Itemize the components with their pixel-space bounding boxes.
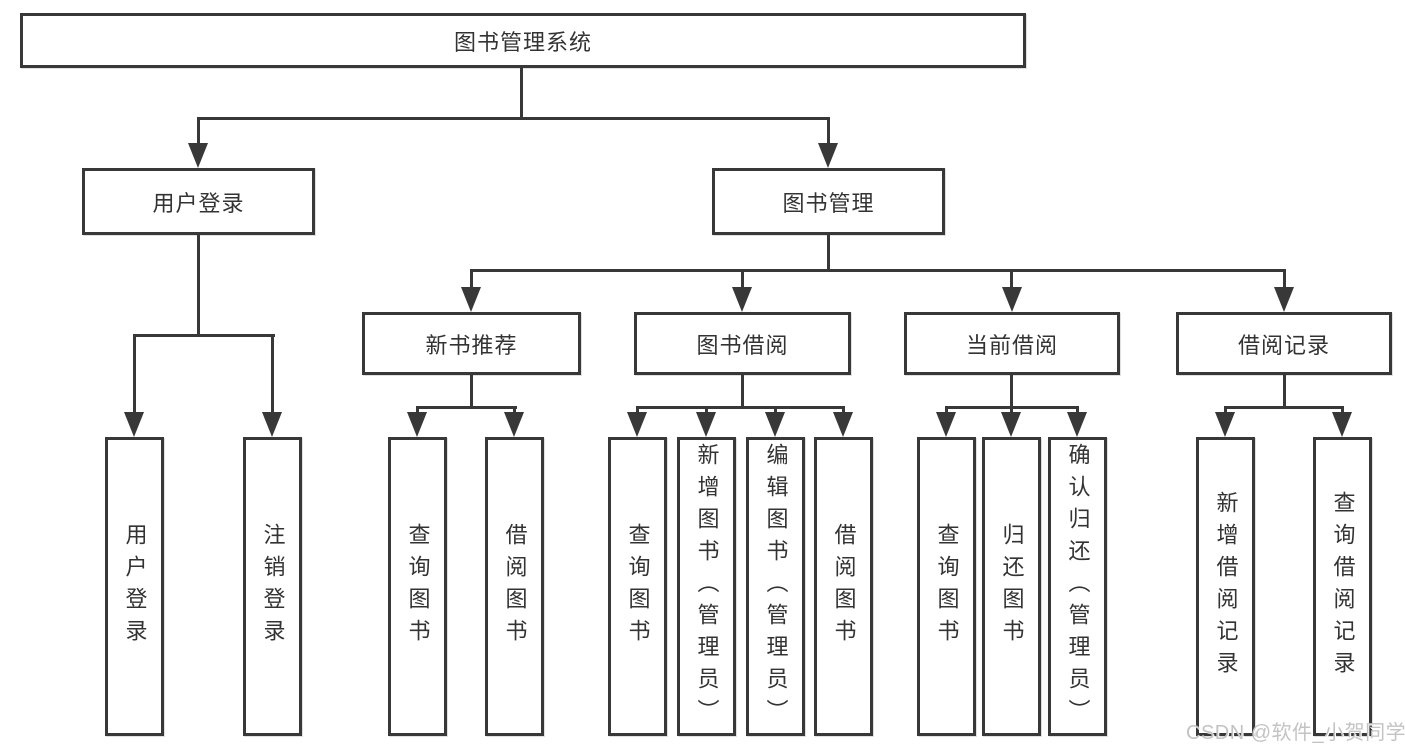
node-label: 图书管理 — [782, 190, 875, 216]
leaf-user-login: 用户登录 — [105, 437, 164, 736]
arrowhead-n2-leaf2-icon — [696, 412, 716, 437]
leaf-add-book-admin: 新增图书（管理员） — [677, 437, 736, 736]
arrowhead-n1-leaf1-icon — [407, 412, 427, 437]
leaf-label: 归还图书 — [999, 522, 1025, 651]
leaf-query-borrow-record: 查询借阅记录 — [1313, 437, 1372, 736]
arrowhead-leaf-user-login-icon — [124, 412, 144, 437]
connector-root-down — [520, 68, 523, 119]
leaf-label: 查询借阅记录 — [1330, 490, 1356, 683]
connector-level3-horizontal — [470, 269, 1286, 272]
arrowhead-n1-leaf2-icon — [504, 412, 524, 437]
leaf-add-borrow-record: 新增借阅记录 — [1196, 437, 1255, 736]
connector-n4-down — [1283, 375, 1286, 409]
connector-to-book-borrowing — [741, 269, 744, 292]
node-label: 借阅记录 — [1237, 332, 1330, 358]
connector-n4-leaf1 — [1224, 406, 1227, 416]
connector-to-new-book-recommendation — [470, 269, 473, 292]
arrowhead-n2-leaf3-icon — [765, 412, 785, 437]
arrowhead-current-borrowing-icon — [1002, 287, 1022, 312]
arrowhead-book-management-icon — [818, 143, 838, 168]
arrowhead-leaf-logout-icon — [262, 412, 282, 437]
arrowhead-n2-leaf1-icon — [627, 412, 647, 437]
connector-n4-horizontal — [1224, 406, 1344, 409]
node-user-login: 用户登录 — [82, 168, 315, 235]
leaf-label: 查询图书 — [405, 522, 431, 651]
node-label: 当前借阅 — [965, 332, 1058, 358]
arrowhead-book-borrowing-icon — [732, 287, 752, 312]
connector-n2-down — [741, 375, 744, 409]
connector-n3-leaf1 — [945, 406, 948, 416]
arrowhead-new-book-recommendation-icon — [461, 287, 481, 312]
node-label: 图书借阅 — [696, 332, 789, 358]
connector-n1-leaf2 — [513, 406, 516, 416]
leaf-query-books: 查询图书 — [608, 437, 667, 736]
connector-to-leaf-logout — [271, 334, 274, 416]
connector-n1-down — [470, 375, 473, 409]
node-label: 图书管理系统 — [453, 29, 592, 55]
leaf-label: 新增借阅记录 — [1213, 490, 1239, 683]
connector-to-user-login — [197, 117, 200, 147]
connector-to-current-borrowing — [1010, 269, 1013, 292]
leaf-label: 用户登录 — [122, 522, 148, 651]
leaf-borrow-books: 借阅图书 — [814, 437, 873, 736]
node-borrowing-records: 借阅记录 — [1176, 312, 1392, 375]
leaf-label: 查询图书 — [625, 522, 651, 651]
arrowhead-n2-leaf4-icon — [833, 412, 853, 437]
connector-n3-leaf2 — [1010, 406, 1013, 416]
leaf-logout: 注销登录 — [243, 437, 302, 736]
leaf-confirm-return-admin: 确认归还（管理员） — [1048, 437, 1107, 736]
node-current-borrowing: 当前借阅 — [904, 312, 1120, 375]
csdn-watermark: CSDN @软件_小贺同学 — [1186, 722, 1405, 744]
arrowhead-n4-leaf1-icon — [1215, 412, 1235, 437]
arrowhead-n4-leaf2-icon — [1332, 412, 1352, 437]
leaf-edit-book-admin: 编辑图书（管理员） — [746, 437, 805, 736]
leaf-label: 借阅图书 — [502, 522, 528, 651]
leaf-label: 确认归还（管理员） — [1065, 442, 1091, 731]
arrowhead-n3-leaf2-icon — [1001, 412, 1021, 437]
connector-n3-leaf3 — [1076, 406, 1079, 416]
leaf-query-books: 查询图书 — [917, 437, 976, 736]
node-library-management-system: 图书管理系统 — [20, 13, 1026, 68]
connector-to-leaf-user-login — [133, 334, 136, 416]
connector-to-book-management — [827, 117, 830, 147]
connector-n1-leaf1 — [416, 406, 419, 416]
connector-user-login-horizontal — [133, 334, 275, 337]
connector-user-login-down — [197, 235, 200, 336]
connector-n1-horizontal — [416, 406, 517, 409]
leaf-label: 借阅图书 — [831, 522, 857, 651]
node-book-management: 图书管理 — [712, 168, 945, 235]
connector-n2-leaf3 — [774, 406, 777, 416]
leaf-label: 注销登录 — [260, 522, 286, 651]
node-label: 用户登录 — [152, 190, 245, 216]
connector-n4-leaf2 — [1341, 406, 1344, 416]
arrowhead-user-login-icon — [188, 143, 208, 168]
arrowhead-n3-leaf3-icon — [1067, 412, 1087, 437]
leaf-borrow-books: 借阅图书 — [485, 437, 544, 736]
connector-to-borrowing-records — [1283, 269, 1286, 292]
connector-n2-leaf1 — [636, 406, 639, 416]
leaf-return-books: 归还图书 — [982, 437, 1041, 736]
connector-n2-leaf4 — [842, 406, 845, 416]
connector-n3-down — [1010, 375, 1013, 409]
connector-n2-horizontal — [636, 406, 845, 409]
connector-root-horizontal — [197, 117, 830, 120]
leaf-label: 新增图书（管理员） — [694, 442, 720, 731]
connector-book-management-down — [827, 235, 830, 271]
node-book-borrowing: 图书借阅 — [634, 312, 851, 375]
connector-n2-leaf2 — [705, 406, 708, 416]
node-label: 新书推荐 — [425, 332, 518, 358]
node-new-book-recommendation: 新书推荐 — [362, 312, 581, 375]
arrowhead-borrowing-records-icon — [1274, 287, 1294, 312]
leaf-label: 查询图书 — [934, 522, 960, 651]
arrowhead-n3-leaf1-icon — [936, 412, 956, 437]
leaf-label: 编辑图书（管理员） — [763, 442, 789, 731]
leaf-query-books: 查询图书 — [388, 437, 447, 736]
